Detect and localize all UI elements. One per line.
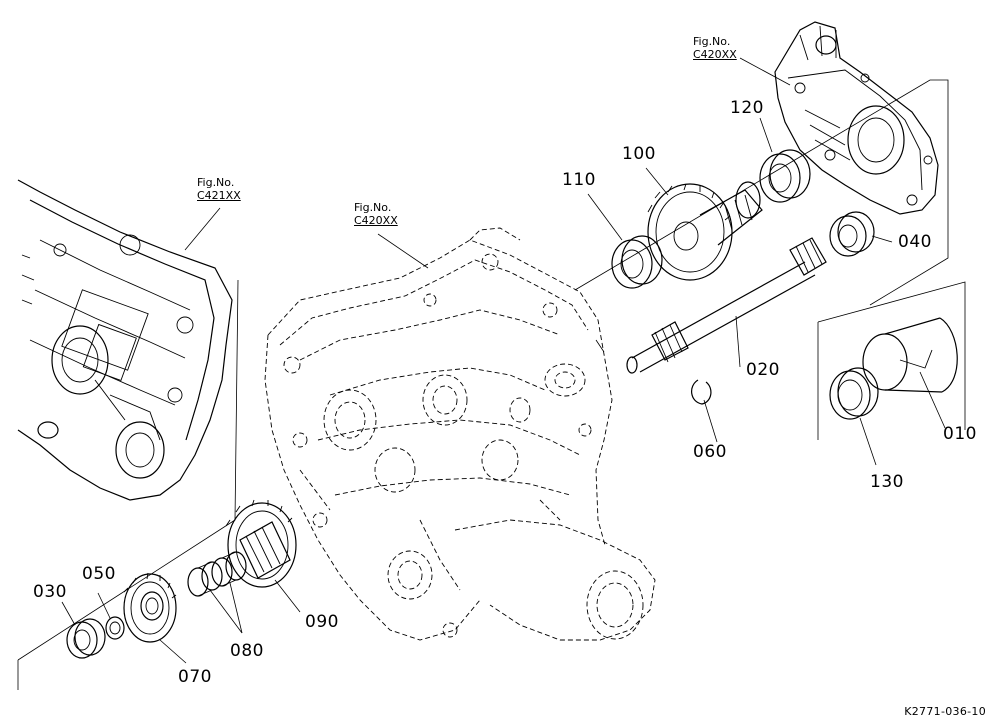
part-label-110: 110 bbox=[562, 170, 596, 190]
left-transmission-housing bbox=[17, 179, 233, 501]
part-100-gear bbox=[647, 181, 763, 281]
figure-reference-prefix: Fig.No. bbox=[354, 201, 392, 214]
part-040-bearing bbox=[829, 211, 875, 257]
part-label-030: 030 bbox=[33, 582, 67, 602]
part-label-070: 070 bbox=[178, 667, 212, 687]
part-label-130: 130 bbox=[870, 472, 904, 492]
part-label-020: 020 bbox=[746, 360, 780, 380]
part-070-gear bbox=[123, 572, 177, 643]
callout-leaders bbox=[61, 57, 946, 664]
part-010-collar bbox=[862, 317, 958, 393]
part-020-shaft bbox=[626, 237, 827, 374]
part-label-100: 100 bbox=[622, 144, 656, 164]
drawing-number: K2771-036-10 bbox=[904, 705, 986, 718]
figure-reference-code: C420XX bbox=[693, 48, 737, 61]
part-label-080: 080 bbox=[230, 641, 264, 661]
part-label-120: 120 bbox=[730, 98, 764, 118]
part-080-needle-bearing bbox=[187, 551, 247, 597]
part-130-seal bbox=[829, 367, 879, 420]
part-050-collar bbox=[105, 616, 125, 640]
figure-reference-left: Fig.No. C421XX bbox=[197, 176, 241, 202]
part-label-040: 040 bbox=[898, 232, 932, 252]
part-label-090: 090 bbox=[305, 612, 339, 632]
figure-reference-prefix: Fig.No. bbox=[693, 35, 731, 48]
figure-reference-code: C420XX bbox=[354, 214, 398, 227]
part-030-bearing bbox=[66, 618, 106, 659]
assembly-guide-lines bbox=[17, 79, 966, 690]
part-090-gear bbox=[225, 499, 297, 588]
part-110-bearing bbox=[611, 235, 663, 289]
top-housing-cover bbox=[774, 21, 939, 215]
figure-reference-prefix: Fig.No. bbox=[197, 176, 235, 189]
figure-reference-top: Fig.No. C420XX bbox=[693, 35, 737, 61]
part-label-060: 060 bbox=[693, 442, 727, 462]
part-060-snap-ring bbox=[691, 379, 712, 405]
figure-reference-center: Fig.No. C420XX bbox=[354, 201, 398, 227]
part-label-050: 050 bbox=[82, 564, 116, 584]
center-transmission-housing bbox=[264, 227, 656, 641]
figure-reference-code: C421XX bbox=[197, 189, 241, 202]
part-120-bearing bbox=[759, 149, 811, 203]
part-label-010: 010 bbox=[943, 424, 977, 444]
